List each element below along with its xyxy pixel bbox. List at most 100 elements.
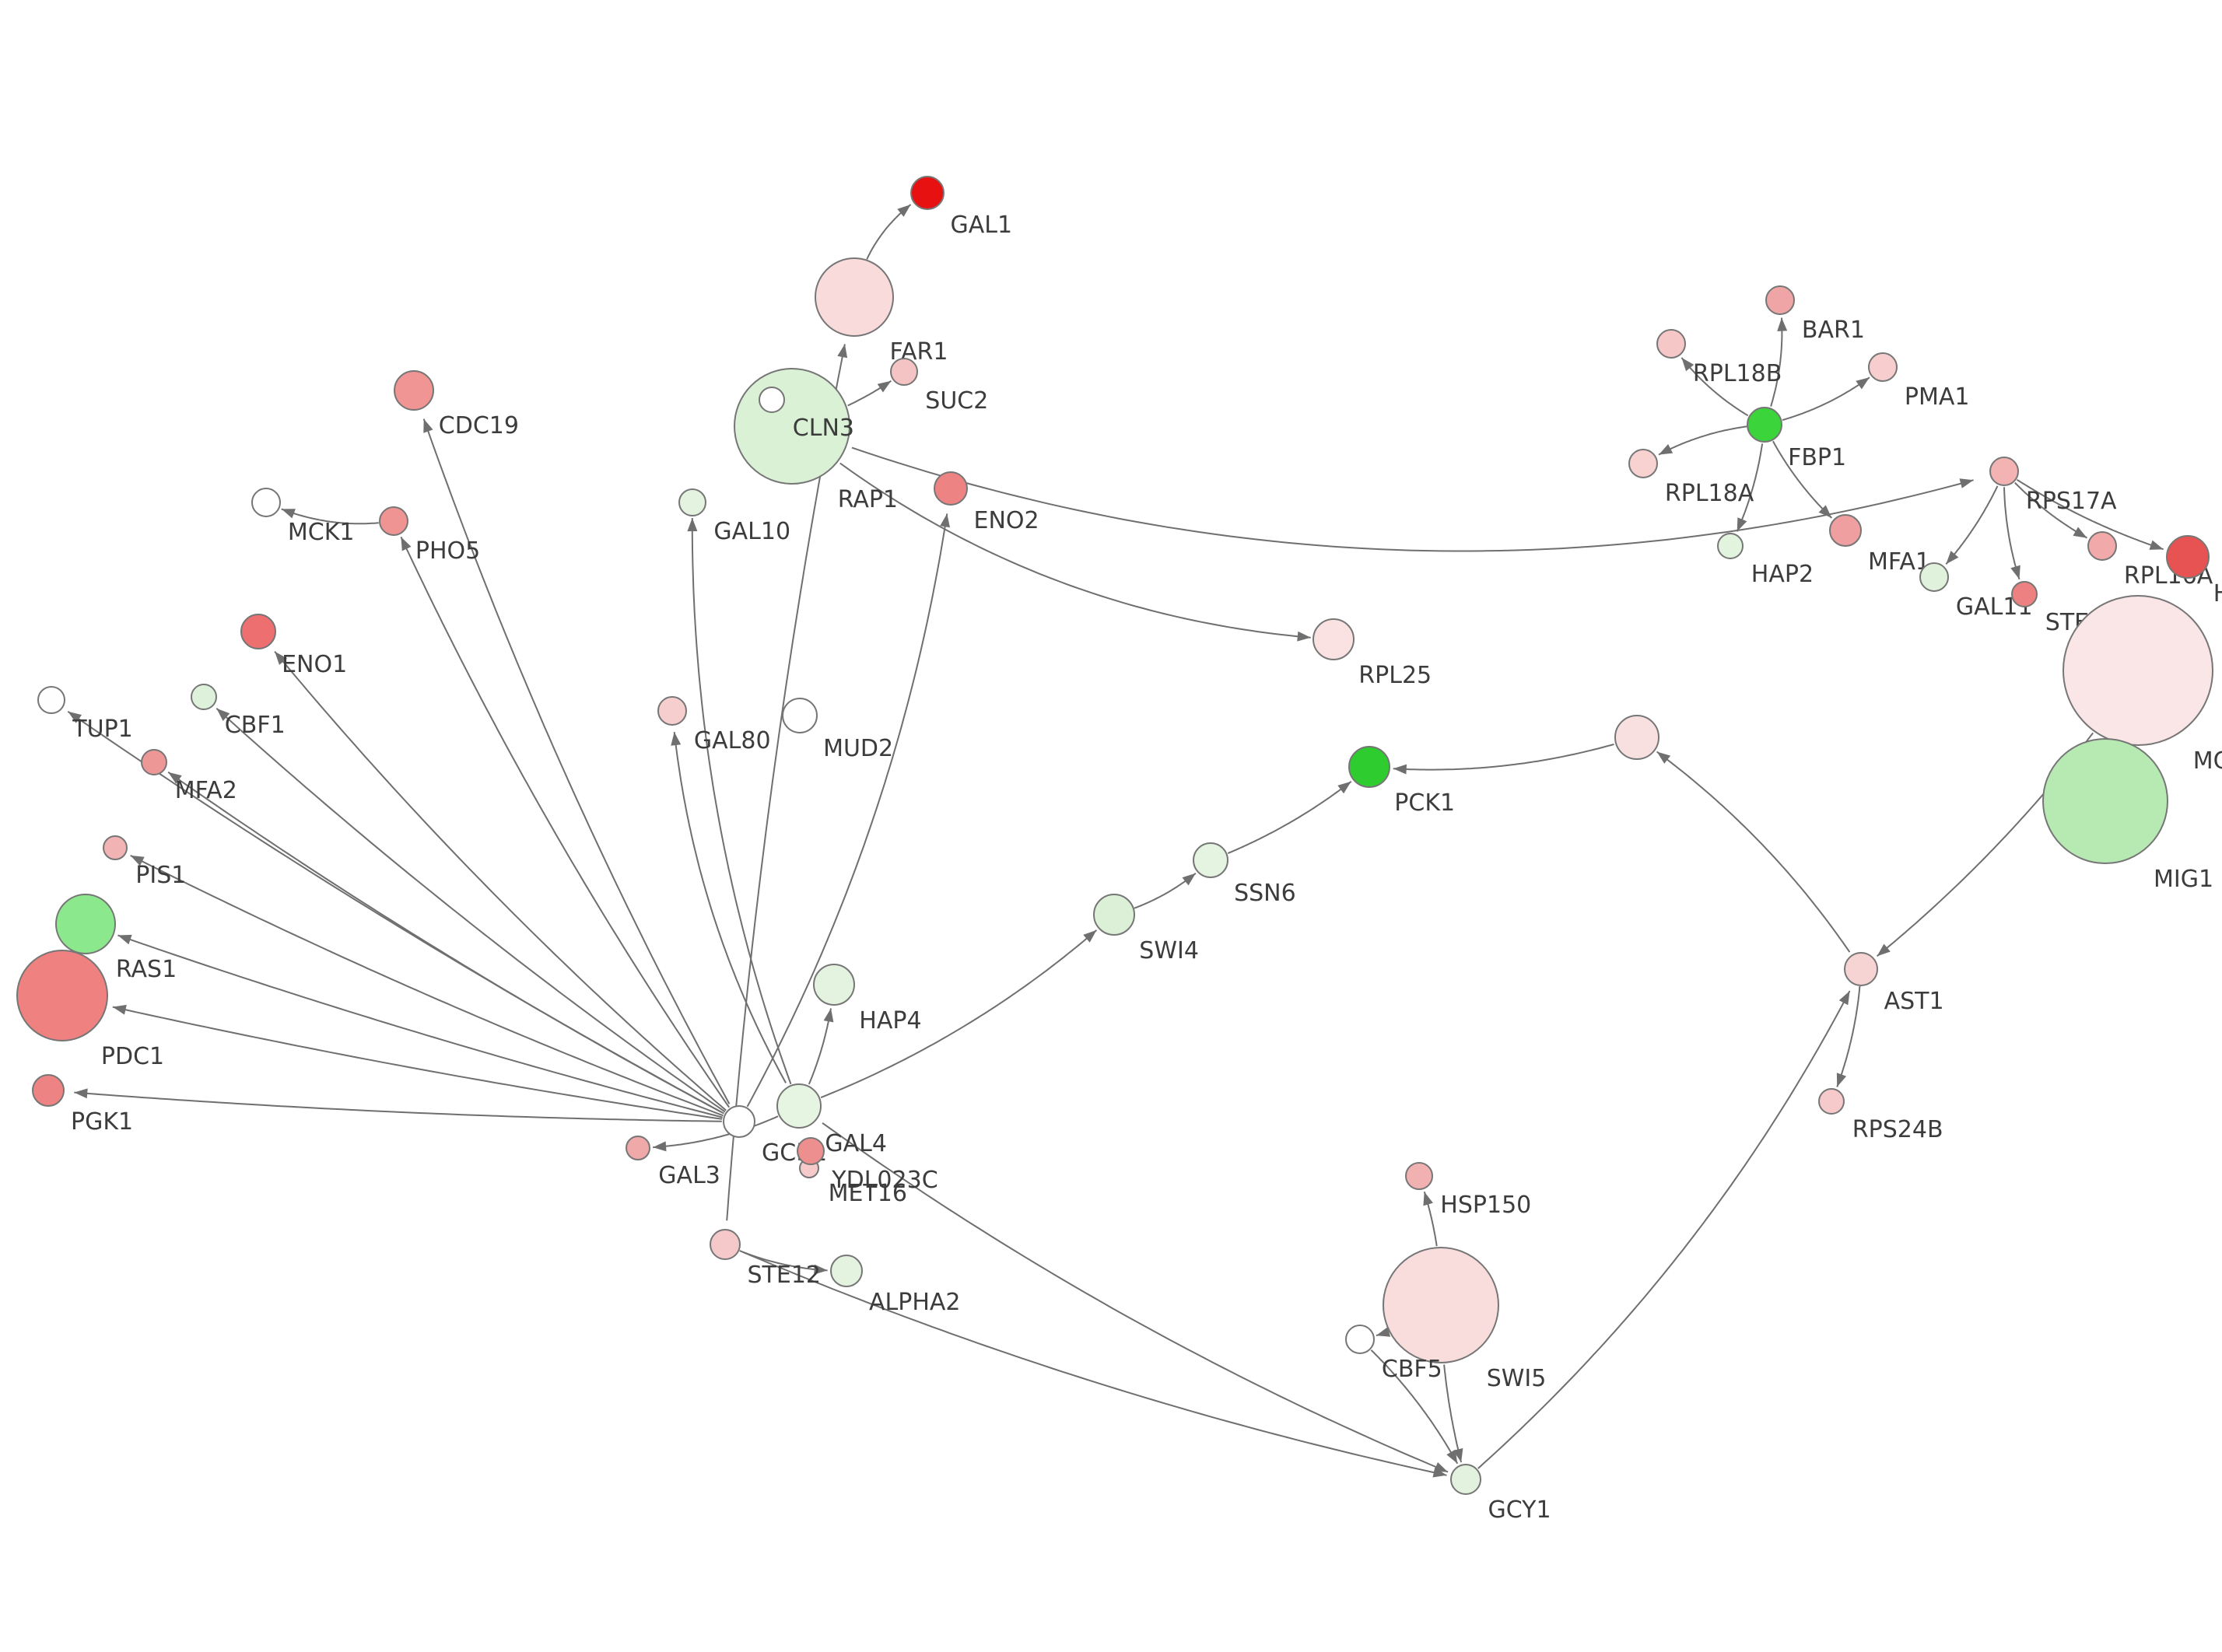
edge-GAL4-GAL3[interactable] bbox=[653, 1115, 779, 1149]
edge-FBP1-RPL18A[interactable] bbox=[1658, 425, 1747, 456]
node-PDC1[interactable] bbox=[16, 950, 108, 1041]
node-FAR1[interactable] bbox=[815, 257, 894, 337]
node-PIS1[interactable] bbox=[103, 835, 128, 860]
node-YDL023C[interactable] bbox=[797, 1137, 825, 1165]
edge-SSN6-PCK1[interactable] bbox=[1227, 781, 1352, 855]
node-HAP4[interactable] bbox=[813, 964, 855, 1006]
edge-GAL4-SWI4[interactable] bbox=[820, 929, 1098, 1099]
arrowhead-into-AST1 bbox=[1877, 943, 1891, 957]
edge-RPS17A-GAL11[interactable] bbox=[1945, 485, 1999, 565]
node-ALPHA2[interactable] bbox=[830, 1255, 863, 1287]
node-MFA2[interactable] bbox=[141, 749, 167, 775]
node-PHO5[interactable] bbox=[379, 506, 408, 536]
node-TUP1[interactable] bbox=[37, 686, 65, 714]
edge-GCR1-ENO1[interactable] bbox=[274, 650, 727, 1111]
edge-STE12-FAR1[interactable] bbox=[726, 344, 846, 1221]
node-SSN6[interactable] bbox=[1193, 842, 1228, 878]
node-label-ENO1: ENO1 bbox=[282, 651, 347, 678]
node-label-GAL1: GAL1 bbox=[951, 212, 1013, 239]
node-GAL3[interactable] bbox=[626, 1136, 650, 1160]
edge-FBP1-MFA1[interactable] bbox=[1772, 440, 1833, 519]
edge-GCR1-PIS1[interactable] bbox=[130, 855, 724, 1117]
node-GCY1[interactable] bbox=[1450, 1464, 1481, 1495]
node-GAL10[interactable] bbox=[678, 488, 706, 516]
edge-GCR1-PHO5[interactable] bbox=[400, 536, 731, 1108]
edge-GCR1-PGK1[interactable] bbox=[74, 1091, 722, 1122]
node-label-CBF5: CBF5 bbox=[1382, 1356, 1442, 1383]
edge-FBP1-BAR1[interactable] bbox=[1770, 317, 1783, 407]
node-label-PIS1: PIS1 bbox=[135, 862, 186, 889]
edge-RPS17A-RPL16A[interactable] bbox=[2014, 481, 2088, 539]
edge-FBP1-RPL18B[interactable] bbox=[1681, 357, 1749, 417]
edge-AST1-NODE_X[interactable] bbox=[1656, 751, 1851, 953]
edge-GCR1-ENO2[interactable] bbox=[746, 513, 948, 1108]
node-RPS24B[interactable] bbox=[1818, 1088, 1845, 1115]
edge-GCR1-CBF1[interactable] bbox=[216, 708, 726, 1113]
edge-NODE_X-PCK1[interactable] bbox=[1393, 743, 1614, 771]
node-CLN3[interactable] bbox=[759, 387, 785, 413]
node-NODE_X[interactable] bbox=[1614, 715, 1659, 760]
arrowhead-into-SSN6 bbox=[1182, 873, 1196, 886]
edge-RAP1-RPS17A[interactable] bbox=[851, 446, 1974, 552]
arrowhead-into-PDC1 bbox=[112, 1004, 127, 1015]
node-GAL11[interactable] bbox=[1919, 562, 1949, 592]
node-SWI4[interactable] bbox=[1093, 894, 1135, 936]
edge-GAL4-HAP4[interactable] bbox=[808, 1008, 832, 1085]
node-PCK1[interactable] bbox=[1348, 746, 1390, 788]
node-ENO2[interactable] bbox=[934, 471, 968, 506]
edge-SWI5-GCY1[interactable] bbox=[1443, 1364, 1463, 1463]
node-PMA1[interactable] bbox=[1868, 352, 1898, 382]
edge-FBP1-PMA1[interactable] bbox=[1782, 376, 1870, 422]
edge-GCR1-CDC19[interactable] bbox=[422, 418, 731, 1104]
node-MCK1[interactable] bbox=[251, 488, 281, 517]
node-MFA1[interactable] bbox=[1829, 514, 1862, 547]
node-HSP150[interactable] bbox=[1405, 1162, 1433, 1190]
node-STE2[interactable] bbox=[2011, 581, 2038, 607]
edge-GAL4-GCY1[interactable] bbox=[822, 1122, 1449, 1473]
node-BAR1[interactable] bbox=[1765, 285, 1795, 315]
node-CBF5[interactable] bbox=[1345, 1325, 1375, 1354]
edge-GCR1-RAS1[interactable] bbox=[117, 934, 723, 1118]
node-ENO1[interactable] bbox=[240, 614, 276, 649]
node-PGK1[interactable] bbox=[32, 1074, 65, 1107]
node-SUC2[interactable] bbox=[890, 358, 918, 386]
node-RAS1[interactable] bbox=[55, 894, 116, 954]
edge-GCR1-TUP1[interactable] bbox=[67, 710, 722, 1113]
edge-GAL4-GAL10[interactable] bbox=[691, 518, 792, 1085]
node-GAL1[interactable] bbox=[910, 176, 945, 210]
node-RPL16A[interactable] bbox=[2087, 531, 2117, 561]
node-RPS17A[interactable] bbox=[1989, 457, 2019, 486]
node-GCR1[interactable] bbox=[723, 1105, 755, 1138]
node-FBP1[interactable] bbox=[1747, 407, 1782, 443]
edge-GAL4-GAL80[interactable] bbox=[673, 731, 787, 1083]
edge-RPS17A-STE2[interactable] bbox=[2003, 487, 2020, 580]
edge-GCR1-PDC1[interactable] bbox=[112, 1006, 723, 1120]
edge-PHO5-MCK1[interactable] bbox=[281, 508, 379, 525]
node-CDC19[interactable] bbox=[394, 370, 434, 411]
node-GAL4[interactable] bbox=[776, 1083, 822, 1129]
node-MCM1[interactable] bbox=[2063, 595, 2213, 746]
edge-AST1-RPS24B[interactable] bbox=[1836, 985, 1861, 1087]
edge-GCR1-MFA2[interactable] bbox=[167, 771, 724, 1115]
edge-STE12-GCY1[interactable] bbox=[742, 1251, 1447, 1476]
node-RPL18A[interactable] bbox=[1628, 449, 1658, 478]
node-HAP2[interactable] bbox=[1717, 533, 1744, 559]
node-STE12[interactable] bbox=[710, 1229, 741, 1260]
node-group-SSN6: SSN6 bbox=[1193, 842, 1296, 907]
node-HIS4[interactable] bbox=[2166, 535, 2210, 579]
node-GAL80[interactable] bbox=[657, 696, 687, 726]
node-RPL25[interactable] bbox=[1313, 618, 1355, 660]
edge-RAP1-RPL25[interactable] bbox=[839, 462, 1311, 639]
edge-FBP1-HAP2[interactable] bbox=[1736, 443, 1764, 532]
edge-CBF5-GCY1[interactable] bbox=[1370, 1349, 1459, 1465]
node-SWI5[interactable] bbox=[1383, 1247, 1499, 1363]
node-RPL18B[interactable] bbox=[1656, 329, 1686, 359]
edge-GCY1-AST1[interactable] bbox=[1477, 990, 1851, 1469]
node-MIG1[interactable] bbox=[2042, 738, 2168, 864]
node-MUD2[interactable] bbox=[782, 698, 818, 733]
edge-RPS17A-HIS4[interactable] bbox=[2016, 478, 2164, 551]
node-AST1[interactable] bbox=[1844, 952, 1878, 986]
node-CBF1[interactable] bbox=[191, 684, 217, 710]
